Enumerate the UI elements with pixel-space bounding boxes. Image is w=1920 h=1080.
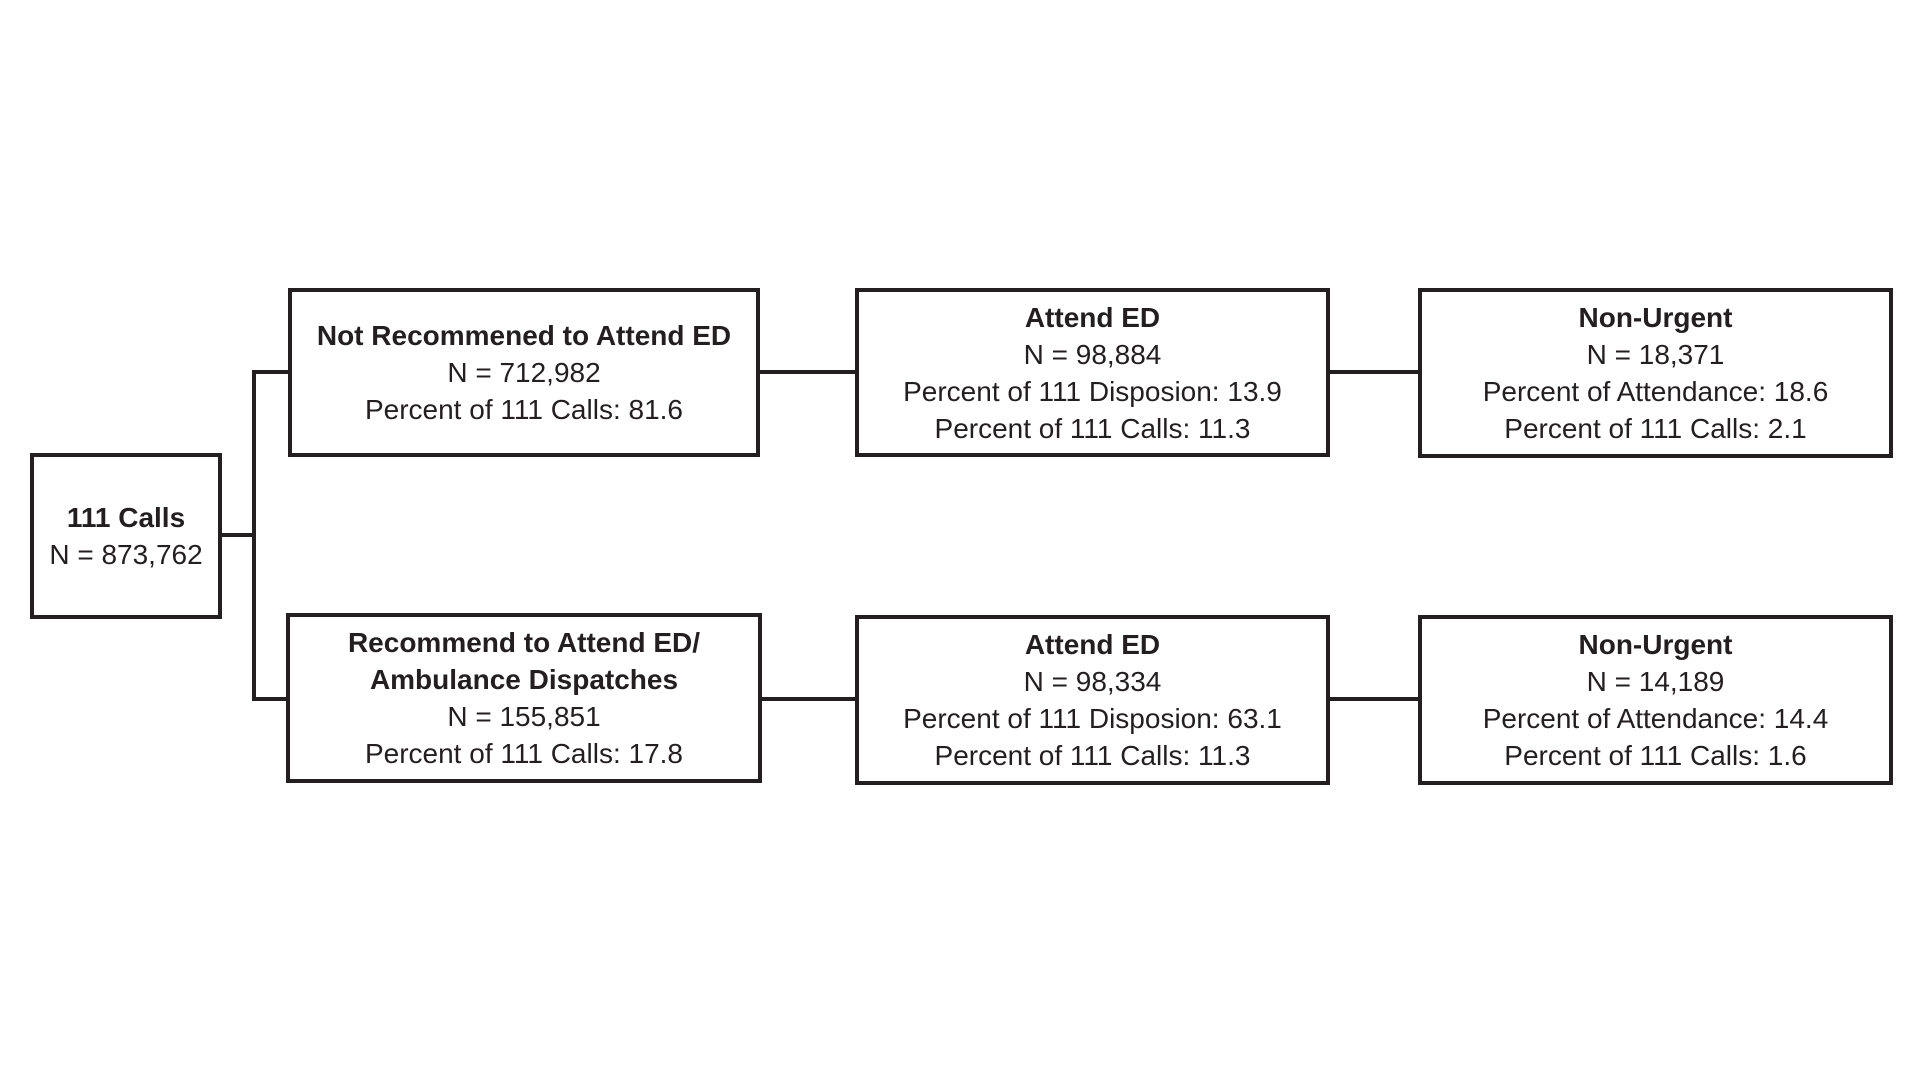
node-pct-calls: Percent of 111 Calls: 2.1: [1504, 413, 1807, 444]
connector-bracket-vertical: [252, 370, 256, 701]
node-n-value: N = 14,189: [1586, 666, 1725, 697]
node-title: Non-Urgent: [1578, 629, 1733, 660]
connector-bottom-branch-to-attend: [762, 697, 855, 701]
connector-top-branch-to-attend: [760, 370, 855, 374]
node-not-recommended-attend-ed: Not Recommened to Attend ED N = 712,982 …: [288, 288, 760, 457]
node-pct-disposition: Percent of 111 Disposion: 13.9: [903, 375, 1282, 407]
node-pct-calls: Percent of 111 Calls: 17.8: [364, 738, 684, 769]
node-n-value: N = 18,371: [1586, 339, 1725, 370]
connector-top-attend-to-nonurgent: [1330, 370, 1418, 374]
node-title-line-2: Ambulance Dispatches: [369, 664, 679, 695]
node-n-value: N = 98,334: [1023, 666, 1162, 697]
node-pct-calls: Percent of 111 Calls: 81.6: [364, 394, 684, 425]
node-non-urgent-top: Non-Urgent N = 18,371 Percent of Attenda…: [1418, 288, 1893, 458]
node-title-line-1: Recommend to Attend ED/: [347, 627, 701, 658]
node-pct-calls: Percent of 111 Calls: 1.6: [1504, 740, 1807, 771]
node-pct-attendance: Percent of Attendance: 18.6: [1482, 376, 1829, 407]
node-n-value: N = 873,762: [49, 539, 203, 570]
node-n-value: N = 712,982: [447, 357, 601, 388]
node-pct-attendance: Percent of Attendance: 14.4: [1482, 703, 1829, 734]
node-title: Attend ED: [1024, 629, 1161, 660]
node-attend-ed-bottom: Attend ED N = 98,334 Percent of 111 Disp…: [855, 615, 1330, 785]
node-non-urgent-bottom: Non-Urgent N = 14,189 Percent of Attenda…: [1418, 615, 1893, 785]
connector-bottom-attend-to-nonurgent: [1330, 697, 1418, 701]
node-title: Not Recommened to Attend ED: [316, 320, 732, 351]
connector-root-stub: [222, 533, 256, 537]
node-title: Attend ED: [1024, 301, 1161, 333]
node-pct-disposition: Percent of 111 Disposion: 63.1: [903, 703, 1282, 734]
node-attend-ed-top: Attend ED N = 98,884 Percent of 111 Disp…: [855, 288, 1330, 457]
node-pct-calls: Percent of 111 Calls: 11.3: [934, 412, 1251, 444]
node-111-calls: 111 Calls N = 873,762: [30, 453, 222, 619]
connector-branch-top: [252, 370, 288, 374]
node-n-value: N = 155,851: [447, 701, 601, 732]
node-title: Non-Urgent: [1578, 302, 1733, 333]
node-recommend-attend-ed-ambulance: Recommend to Attend ED/ Ambulance Dispat…: [286, 613, 762, 783]
node-n-value: N = 98,884: [1023, 338, 1162, 370]
node-title: 111 Calls: [66, 502, 186, 533]
node-pct-calls: Percent of 111 Calls: 11.3: [934, 740, 1251, 771]
connector-branch-bottom: [252, 697, 286, 701]
